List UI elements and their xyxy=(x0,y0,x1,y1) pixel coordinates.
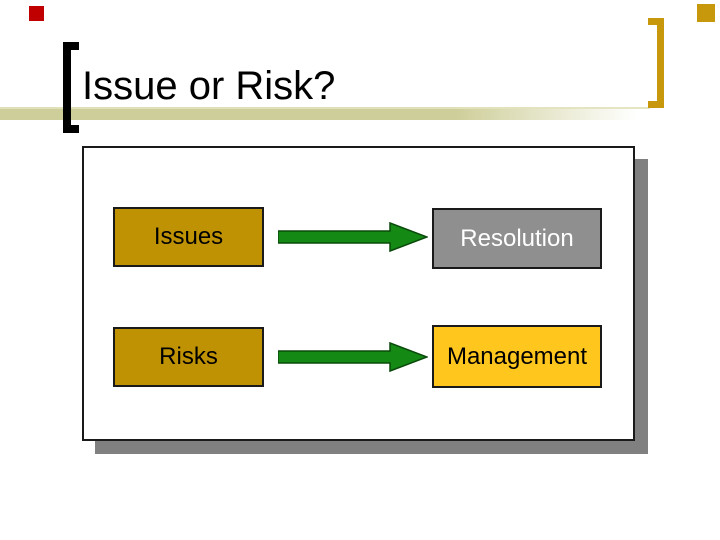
diagram-panel: Issues Resolution Risks Management xyxy=(82,146,635,441)
risks-box: Risks xyxy=(113,327,264,387)
resolution-box: Resolution xyxy=(432,208,602,269)
right-bracket-decoration xyxy=(648,18,664,108)
title-underline-bar xyxy=(0,107,650,120)
management-label: Management xyxy=(446,342,588,370)
left-bracket-decoration xyxy=(63,42,79,133)
gold-square-decoration xyxy=(697,4,715,22)
issues-label: Issues xyxy=(153,223,224,250)
issues-box: Issues xyxy=(113,207,264,267)
arrow-shape xyxy=(278,221,428,253)
management-box: Management xyxy=(432,325,602,388)
right-arrow-icon xyxy=(278,341,428,373)
risks-label: Risks xyxy=(159,343,218,370)
red-square-decoration xyxy=(29,6,44,21)
arrow-shape xyxy=(278,341,428,373)
resolution-label: Resolution xyxy=(460,224,574,252)
right-arrow-icon xyxy=(278,221,428,253)
slide-title: Issue or Risk? xyxy=(82,64,336,108)
